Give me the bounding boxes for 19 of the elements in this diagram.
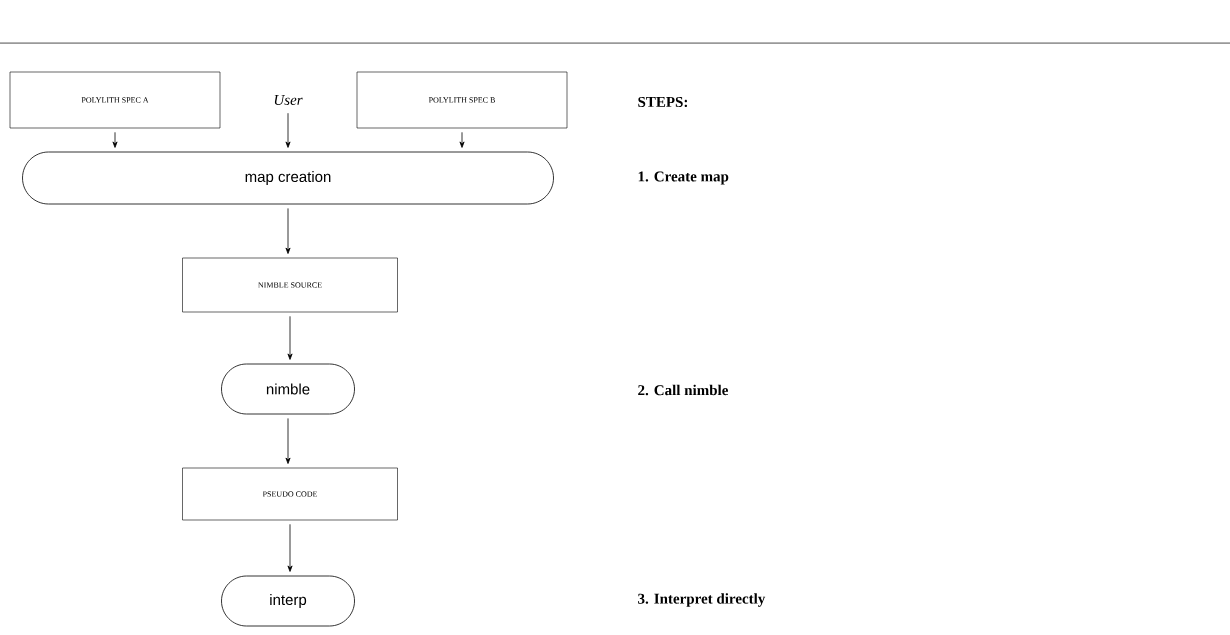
arrow [112,131,118,148]
arrow [459,131,465,148]
step-label: 1. Create map [638,171,729,185]
arrow [285,208,291,254]
process-terminal: interp [221,575,355,627]
process-terminal: nimble [221,363,355,415]
arrow [285,418,291,464]
step-label: STEPS: [638,96,688,108]
arrow [287,523,293,572]
process-box: POLYLITH SPEC B [356,71,568,129]
process-box: NIMBLE SOURCE [182,257,398,313]
arrow [287,315,293,360]
process-terminal: map creation [22,151,554,205]
step-label: 2. Call nimble [638,384,728,396]
process-box: PSEUDO CODE [182,467,398,521]
actor-label: User [274,95,303,105]
step-label: 3. Interpret directly [638,593,766,607]
process-box: POLYLITH SPEC A [9,71,221,129]
arrow [285,112,291,148]
